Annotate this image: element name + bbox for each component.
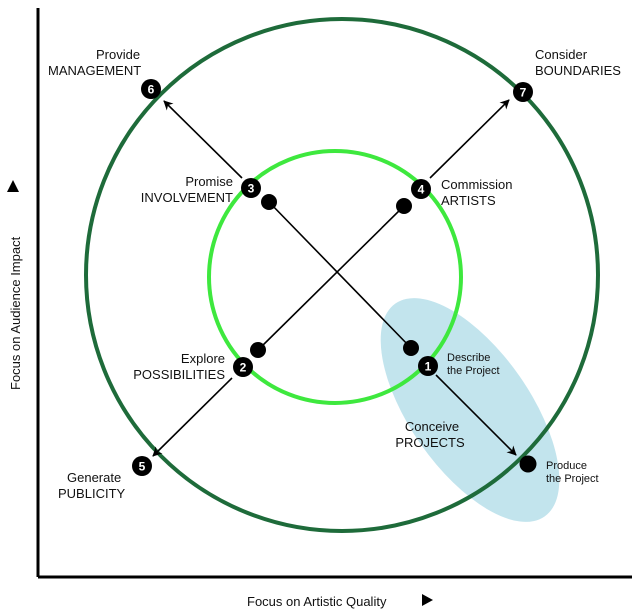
end-label-line2: the Project <box>546 473 599 485</box>
node-1-label-line1: Describe <box>447 352 490 364</box>
node-7-label-line1: Consider <box>535 47 588 62</box>
node-3-label-line2: INVOLVEMENT <box>141 190 233 205</box>
node-7-label-line2: BOUNDARIES <box>535 63 621 78</box>
inner-circle <box>207 149 463 405</box>
node-6-label-line2: MANAGEMENT <box>48 63 141 78</box>
svg-text:3: 3 <box>248 182 255 196</box>
node-2-label-line2: POSSIBILITIES <box>133 367 225 382</box>
center-label-line2: PROJECTS <box>395 435 465 450</box>
node-7-marker: 7 <box>513 82 533 102</box>
y-axis-arrow-icon <box>7 180 19 192</box>
node-3-label-line1: Promise <box>185 174 233 189</box>
dot-near-1 <box>403 340 419 356</box>
node-2-marker: 2 <box>233 357 253 377</box>
arrow-to-produce <box>435 374 517 456</box>
y-axis-label: Focus on Audience Impact <box>8 236 23 390</box>
dot-near-3 <box>261 194 277 210</box>
node-4-label-line1: Commission <box>441 177 513 192</box>
outer-circle <box>84 17 600 533</box>
dot-near-2 <box>250 342 266 358</box>
svg-text:6: 6 <box>148 83 155 97</box>
svg-text:1: 1 <box>425 360 432 374</box>
node-2-label-line1: Explore <box>181 351 225 366</box>
arrow-to-5 <box>152 377 233 457</box>
line-4-to-2 <box>257 205 405 351</box>
svg-text:4: 4 <box>418 183 425 197</box>
node-1-marker: 1 <box>418 356 438 376</box>
dot-near-4 <box>396 198 412 214</box>
node-5-label-line1: Generate <box>67 470 121 485</box>
arrow-to-6 <box>163 100 243 179</box>
node-6-marker: 6 <box>141 79 161 99</box>
node-5-label-line2: PUBLICITY <box>58 486 126 501</box>
node-6-label-line1: Provide <box>96 47 140 62</box>
svg-text:7: 7 <box>520 86 527 100</box>
svg-text:2: 2 <box>240 361 247 375</box>
x-axis-arrow-icon <box>422 594 433 606</box>
node-1-label-line2: the Project <box>447 365 500 377</box>
node-3-marker: 3 <box>241 178 261 198</box>
dot-produce <box>519 455 537 473</box>
line-3-to-1 <box>268 201 412 349</box>
end-label-line1: Produce <box>546 460 587 472</box>
node-4-label-line2: ARTISTS <box>441 193 496 208</box>
svg-text:5: 5 <box>139 460 146 474</box>
arrow-to-7 <box>429 99 510 179</box>
node-4-marker: 4 <box>411 179 431 199</box>
x-axis-label: Focus on Artistic Quality <box>247 594 387 609</box>
node-5-marker: 5 <box>132 456 152 476</box>
center-label-line1: Conceive <box>405 419 459 434</box>
